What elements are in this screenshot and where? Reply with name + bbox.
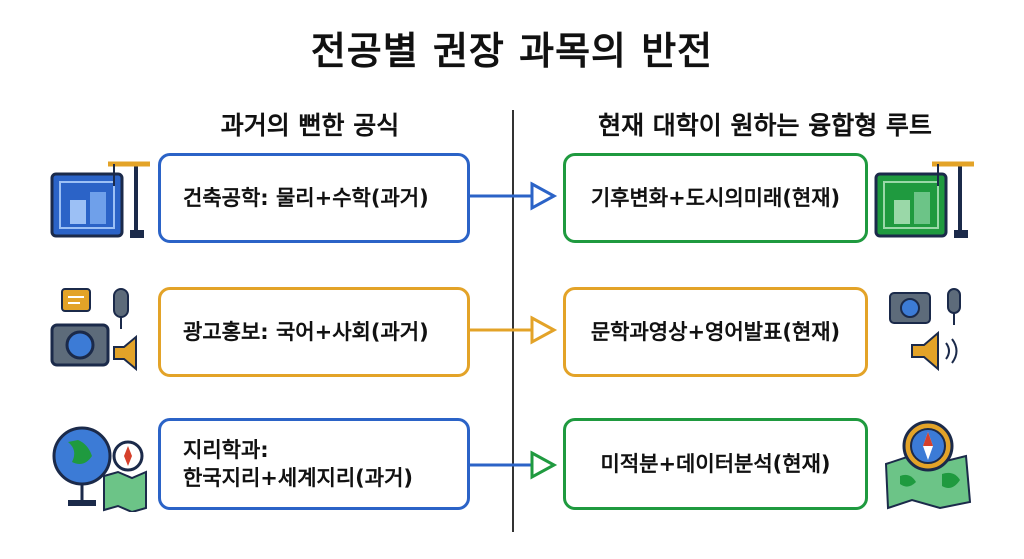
blueprint-crane-icon (50, 161, 150, 238)
present-box-advertising: 문학과영상+영어발표(현재) (563, 287, 868, 377)
arrow-row-1 (470, 181, 558, 211)
present-text: 문학과영상+영어발표(현재) (590, 319, 841, 344)
center-divider (512, 110, 514, 532)
past-text-line: 광고홍보: 국어+사회(과거) (183, 319, 429, 344)
present-text: 미적분+데이터분석(현재) (600, 451, 831, 476)
media-camera-mic-speaker-icon (50, 288, 137, 372)
arrow-row-3 (470, 450, 558, 480)
present-column-heading: 현재 대학이 원하는 융합형 루트 (598, 111, 932, 140)
present-text: 기후변화+도시의미래(현재) (590, 185, 841, 210)
present-box-geography: 미적분+데이터분석(현재) (563, 418, 868, 510)
compass-map-icon (884, 420, 972, 510)
present-box-architecture: 기후변화+도시의미래(현재) (563, 153, 868, 243)
past-box-advertising: 광고홍보: 국어+사회(과거) (158, 287, 470, 377)
green-blueprint-crane-icon (874, 161, 974, 238)
page-title: 전공별 권장 과목의 반전 (310, 29, 714, 73)
past-column-heading: 과거의 뻔한 공식 (220, 111, 400, 140)
past-text-line: 한국지리+세계지리(과거) (183, 466, 413, 490)
past-box-architecture: 건축공학: 물리+수학(과거) (158, 153, 470, 243)
past-text-line: 지리학과: (183, 437, 269, 462)
camera-mic-speaker-icon (889, 288, 961, 372)
past-box-geography: 지리학과: 한국지리+세계지리(과거) (158, 418, 470, 510)
arrow-row-2 (470, 315, 558, 345)
globe-compass-map-icon (52, 426, 147, 512)
past-text-line: 건축공학: 물리+수학(과거) (183, 185, 429, 210)
